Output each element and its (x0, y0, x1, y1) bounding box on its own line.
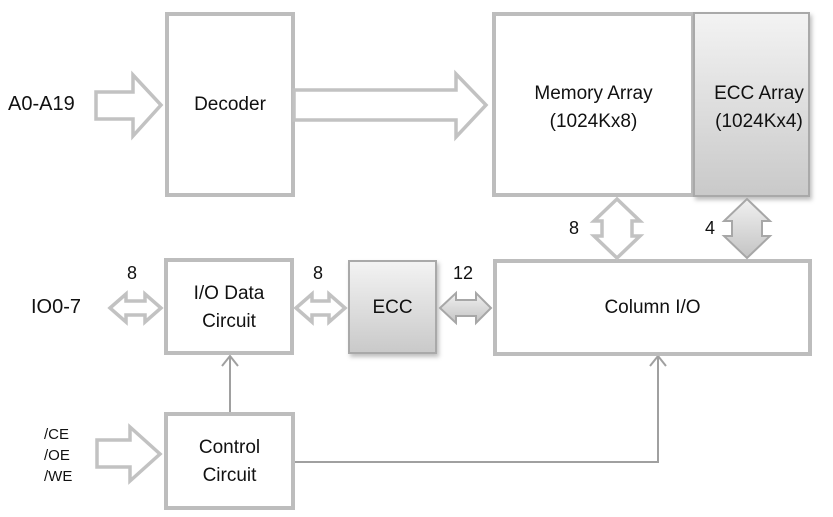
ecc-array-to-column-width-label: 4 (705, 218, 716, 238)
ecc-to-column-width-label: 12 (453, 263, 474, 283)
decoder-to-memory-arrow (292, 69, 489, 142)
io-external-bus-arrow (107, 290, 164, 326)
address-signal-label: A0-A19 (8, 93, 75, 115)
ecc-array-size: (1024Kx4) (715, 111, 803, 132)
control-circuit-label: Control Circuit (166, 434, 293, 490)
io-data-circuit-label: I/O Data Circuit (166, 280, 292, 336)
io-to-ecc-width-label: 8 (313, 263, 324, 283)
column-io-label: Column I/O (604, 297, 701, 318)
memory-array-size: (1024Kx8) (549, 111, 638, 132)
column-io-block (493, 259, 812, 356)
control-circuit-line2: Circuit (202, 465, 257, 486)
io-external-width-label: 8 (127, 263, 138, 283)
memory-to-column-bus-arrow (589, 196, 645, 261)
memory-to-column-width-label: 8 (569, 218, 580, 238)
address-bus-arrow (94, 70, 164, 141)
io-data-circuit-line2: Circuit (202, 311, 256, 332)
io-signal-label: IO0-7 (31, 296, 82, 318)
memory-array-block (492, 12, 695, 197)
ecc-array-name: ECC Array (714, 83, 804, 104)
control-to-io-arrowhead (221, 354, 239, 367)
memory-array-name: Memory Array (534, 83, 653, 104)
ecc-array-block (693, 12, 810, 197)
ecc-label: ECC (372, 297, 413, 318)
control-to-column-line (294, 356, 659, 463)
memory-array-label: Memory Array (1024Kx8) (494, 80, 693, 136)
control-circuit-line1: Control (198, 437, 261, 458)
oe-signal-label: /OE (44, 447, 70, 464)
control-signals-list: /CE /OE /WE (44, 424, 72, 487)
we-signal-label: /WE (44, 468, 73, 485)
ecc-array-to-column-bus-arrow (721, 197, 773, 260)
ce-signal-label: /CE (44, 426, 70, 443)
io-to-ecc-bus-arrow (293, 290, 348, 326)
control-signals-arrow (95, 423, 163, 485)
ecc-block (348, 260, 437, 354)
ecc-to-column-bus-arrow (438, 290, 493, 326)
io-data-circuit-block (164, 258, 294, 355)
decoder-block (165, 12, 295, 197)
control-circuit-block (164, 412, 295, 510)
io-data-circuit-line1: I/O Data (193, 283, 265, 304)
ecc-array-label: ECC Array (1024Kx4) (698, 80, 820, 136)
decoder-label: Decoder (194, 94, 266, 115)
